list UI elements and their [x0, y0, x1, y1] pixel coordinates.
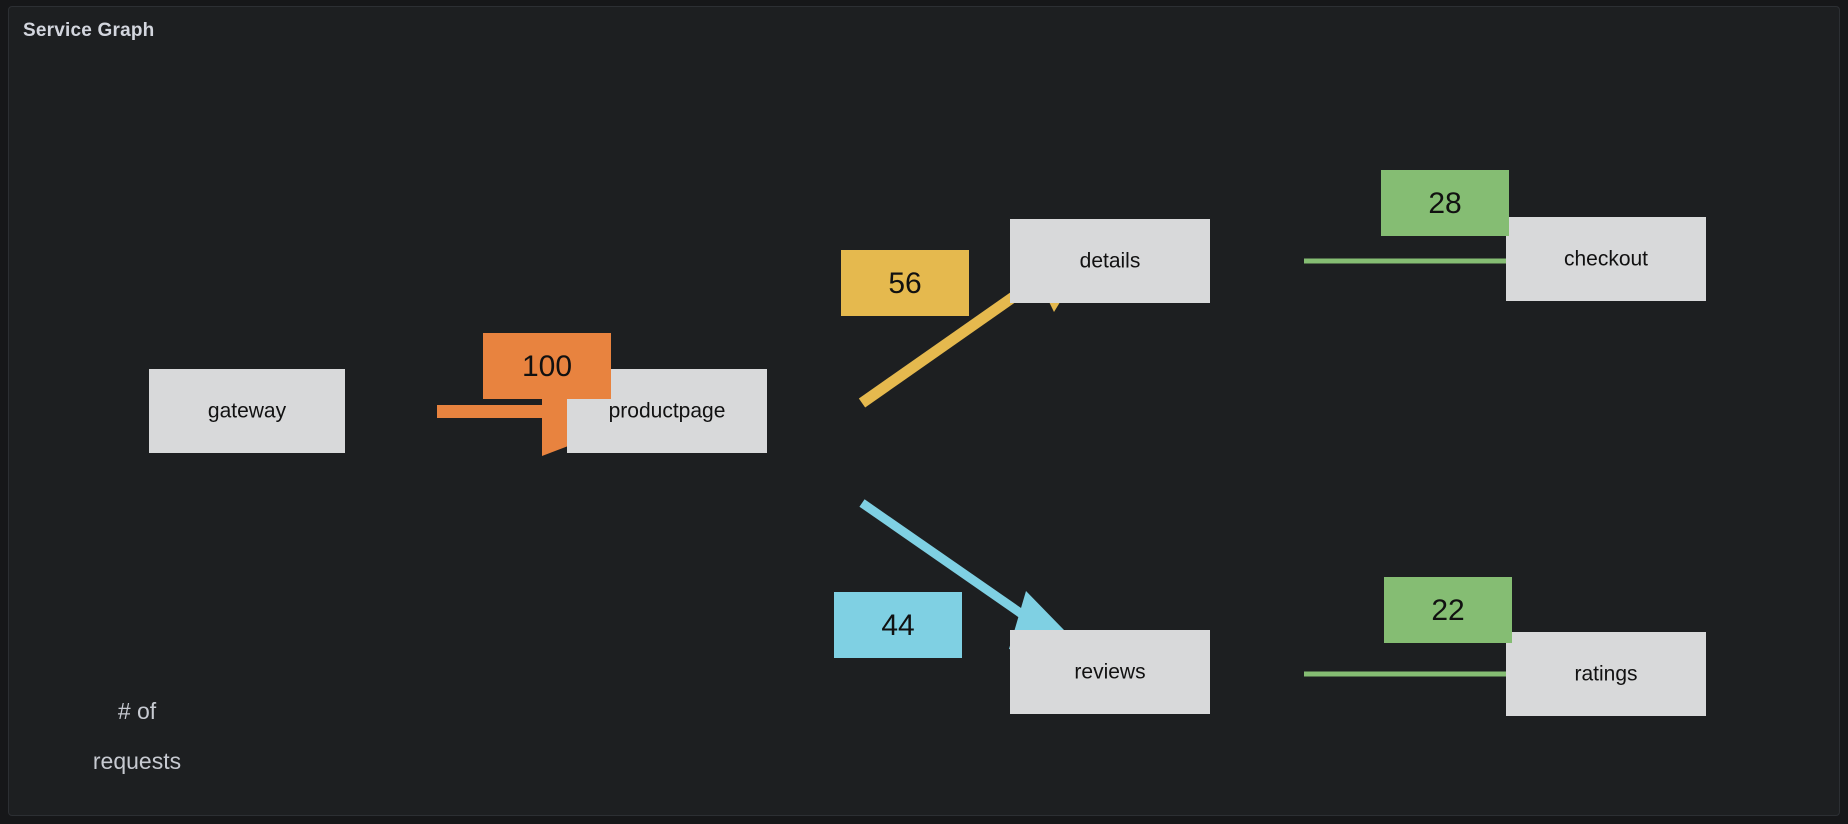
page-title: Service Graph — [23, 20, 155, 41]
edge-label-28-text: 28 — [1428, 187, 1461, 220]
node-details-label: details — [1080, 250, 1141, 273]
node-productpage-label: productpage — [609, 400, 726, 423]
legend-caption: # of requests — [93, 698, 181, 774]
node-checkout-rect[interactable] — [1506, 217, 1706, 301]
edge-label-56[interactable]: 56 — [841, 250, 969, 316]
edge-label-28-rect[interactable] — [1381, 170, 1509, 236]
edge-label-56-rect[interactable] — [841, 250, 969, 316]
edge-label-22[interactable]: 22 — [1384, 577, 1512, 643]
edge-label-100[interactable]: 100 — [483, 333, 611, 399]
node-ratings[interactable]: ratings — [1506, 632, 1706, 716]
service-graph-panel: Service Graph g — [8, 6, 1840, 816]
node-ratings-label: ratings — [1574, 663, 1637, 686]
node-details[interactable]: details — [1010, 219, 1210, 303]
legend-line-1: # of — [118, 698, 157, 724]
node-details-rect[interactable] — [1010, 219, 1210, 303]
node-gateway[interactable]: gateway — [149, 369, 345, 453]
node-reviews[interactable]: reviews — [1010, 630, 1210, 714]
node-gateway-label: gateway — [208, 400, 287, 423]
service-graph-canvas: gateway productpage details checkout rev… — [93, 170, 1706, 774]
edge-label-44-text: 44 — [881, 609, 914, 642]
node-ratings-rect[interactable] — [1506, 632, 1706, 716]
edge-label-22-text: 22 — [1431, 594, 1464, 627]
edge-label-44-rect[interactable] — [834, 592, 962, 658]
edge-label-44[interactable]: 44 — [834, 592, 962, 658]
edge-label-100-rect[interactable] — [483, 333, 611, 399]
node-reviews-rect[interactable] — [1010, 630, 1210, 714]
edge-label-28[interactable]: 28 — [1381, 170, 1509, 236]
legend-line-2: requests — [93, 748, 181, 774]
edge-label-100-text: 100 — [522, 350, 572, 383]
node-gateway-rect[interactable] — [149, 369, 345, 453]
edge-label-56-text: 56 — [888, 267, 921, 300]
node-checkout-label: checkout — [1564, 248, 1648, 271]
node-reviews-label: reviews — [1074, 661, 1145, 684]
edge-label-22-rect[interactable] — [1384, 577, 1512, 643]
node-checkout[interactable]: checkout — [1506, 217, 1706, 301]
